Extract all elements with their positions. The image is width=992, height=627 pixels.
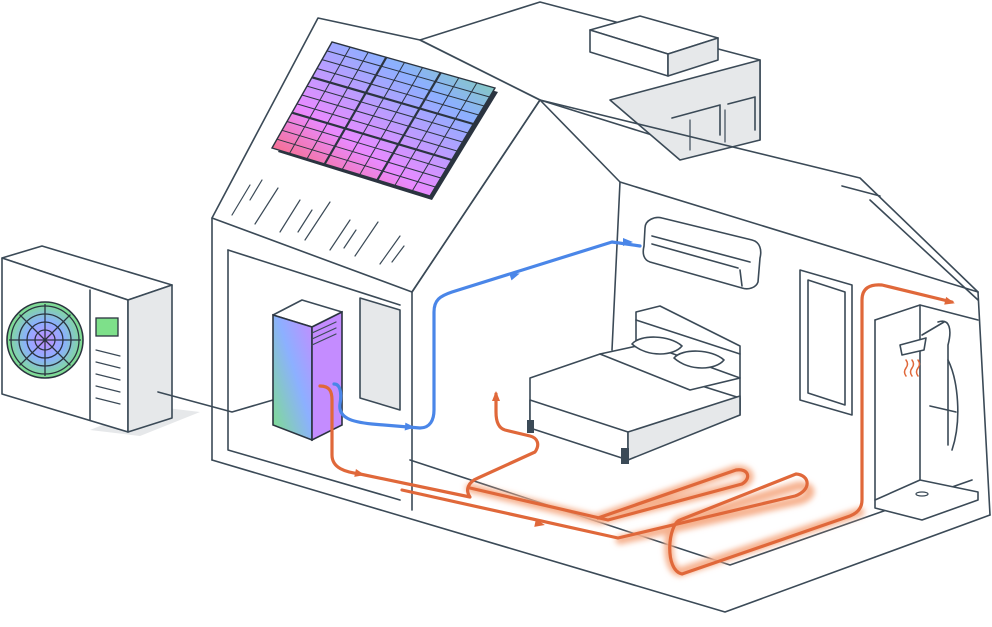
flow-arrow — [534, 519, 545, 527]
flow-arrow — [492, 391, 500, 401]
solar-panel-icon — [270, 41, 498, 200]
floor-outline — [211, 459, 991, 613]
heat-pump-outdoor-unit-icon — [1, 245, 200, 436]
window-icon — [799, 269, 853, 416]
flow-arrow — [509, 272, 520, 281]
front-gable — [211, 17, 541, 511]
flow-arrow — [404, 422, 415, 431]
shower-icon — [874, 304, 979, 521]
chimney-icon — [589, 15, 719, 77]
hot-water-tank-icon — [272, 299, 343, 442]
flow-arrow — [354, 469, 365, 477]
wall-air-conditioner-icon — [642, 216, 762, 290]
underfloor-heating-loop — [318, 238, 955, 577]
bed-icon — [527, 305, 741, 464]
flow-arrow — [623, 238, 633, 246]
flow-arrow — [944, 296, 955, 305]
refrigerant-line — [157, 391, 291, 413]
